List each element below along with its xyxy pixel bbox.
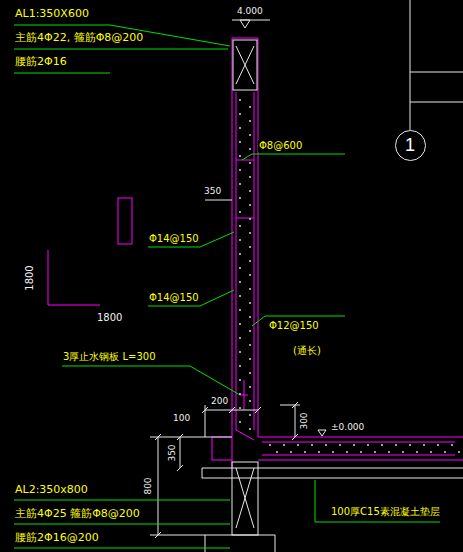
- dimension-text: 800: [143, 476, 153, 495]
- annotation-text: 主筋4Φ22, 箍筋Φ8@200: [14, 32, 144, 45]
- rebar-dots: [239, 99, 460, 453]
- beam-al2: [202, 462, 463, 552]
- dimension-text: 1800: [24, 264, 36, 291]
- axis-line: [410, 0, 463, 130]
- annotation-text: 腰筋2Φ16: [14, 56, 68, 69]
- axis-number: 1: [405, 135, 415, 156]
- annotation-text: 主筋4Φ25 箍筋Φ8@200: [14, 508, 141, 521]
- annotation-text: 1800: [96, 312, 123, 324]
- annotation-text: 200: [210, 396, 229, 406]
- leader-line: [14, 25, 440, 548]
- wall-outline: [212, 38, 463, 468]
- annotation-text: Φ8@600: [258, 140, 303, 152]
- annotation-text: Φ14@150: [148, 292, 200, 304]
- annotation-text: 100: [172, 413, 191, 423]
- dimension-text: 300: [299, 411, 309, 430]
- annotation-text: (通长): [292, 345, 322, 357]
- annotation-text: Φ14@150: [148, 233, 200, 245]
- annotation-text: AL2:350x800: [14, 484, 89, 497]
- annotation-text: 350: [203, 186, 222, 196]
- dimension-line: [150, 200, 326, 538]
- annotation-text: 100厚C15素混凝土垫层: [330, 506, 441, 518]
- annotation-text: ±0.000: [330, 422, 365, 432]
- annotation-text: 4.000: [236, 6, 264, 16]
- annotation-text: AL1:350X600: [14, 8, 90, 21]
- axis-circle: 1: [395, 130, 426, 161]
- annotation-text: Φ12@150: [268, 320, 320, 332]
- bar-shape: [48, 160, 254, 305]
- annotation-text: 腰筋2Φ16@200: [14, 532, 100, 545]
- annotation-text: 3厚止水钢板 L=300: [62, 351, 157, 363]
- beam-al1: [233, 40, 257, 90]
- dimension-text: 350: [167, 443, 177, 462]
- elevation-mark: [232, 20, 270, 28]
